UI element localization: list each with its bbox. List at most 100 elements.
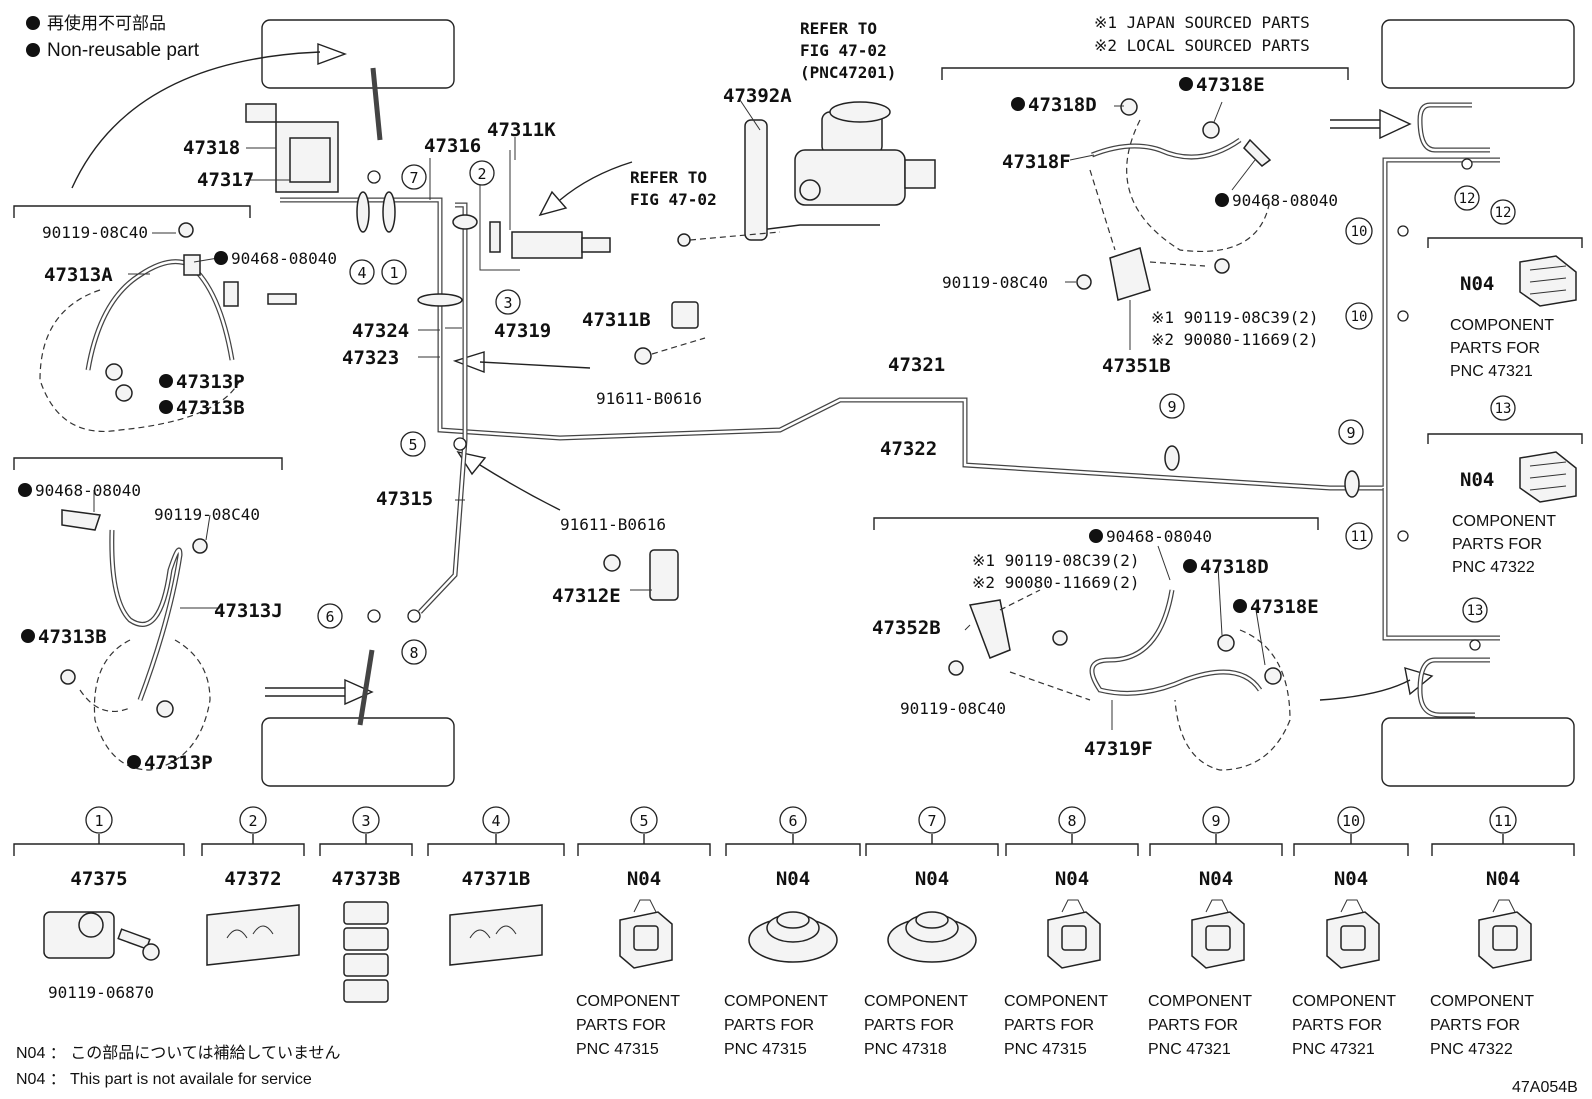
label-47313P-a: 47313P: [176, 371, 245, 393]
svg-text:PNC 47322: PNC 47322: [1452, 559, 1535, 576]
legend-jp: 再使用不可部品: [47, 13, 166, 33]
component-note-line3: PNC 47321: [1292, 1041, 1375, 1058]
label-47352B: 47352B: [872, 617, 941, 639]
svg-text:12: 12: [1459, 191, 1476, 207]
junction-dot: [1397, 225, 1409, 237]
note-japan-sourced: ※1 JAPAN SOURCED PARTS: [1094, 13, 1310, 32]
label-leaders: [93, 99, 1266, 730]
label-47315: 47315: [376, 488, 433, 510]
flex-hose-47319F: [948, 589, 1291, 771]
label-90119-b: 90119-08C40: [154, 505, 260, 524]
component-note-line2: PARTS FOR: [1004, 1017, 1094, 1034]
part-drawing: [1047, 899, 1101, 969]
ground-strap-47313A: [39, 222, 297, 432]
label-47313J: 47313J: [214, 600, 283, 622]
component-note-line3: PNC 47315: [724, 1041, 807, 1058]
label-japan-90119-08C39: ※1 90119-08C39(2): [1151, 308, 1319, 327]
junction-dot: [453, 437, 467, 451]
part-drawing: [887, 911, 977, 963]
part-drawing: [449, 904, 543, 966]
component-note-line2: PARTS FOR: [864, 1017, 954, 1034]
flex-hose-47318F: [1076, 98, 1272, 301]
right-component-12: 12 N04 COMPONENT PARTS FOR PNC 47321: [1450, 199, 1554, 380]
non-reusable-bullet-icon: [1011, 97, 1025, 111]
label-47313B-a: 47313B: [176, 397, 245, 419]
refer-1-line1: REFER TO: [800, 19, 877, 38]
clamp-ring: [1344, 470, 1360, 498]
arrow-line: [479, 361, 591, 369]
bottom-parts-row: 14737590119-06870247372347373B447371B5N0…: [13, 806, 1575, 1058]
label-91611-b: 91611-B0616: [560, 515, 666, 534]
callout-11: 11: [1345, 522, 1373, 550]
valve-port: [581, 237, 611, 253]
label-local-90080-11669: ※2 90080-11669(2): [1151, 330, 1319, 349]
clamp-ring: [382, 191, 396, 233]
non-reusable-bullet-icon: [1183, 559, 1197, 573]
svg-text:4: 4: [357, 264, 366, 282]
clamp-ring: [356, 191, 370, 233]
component-note-line2: PARTS FOR: [1148, 1017, 1238, 1034]
proportioning-valve: [511, 231, 583, 259]
non-reusable-bullet-icon: [1089, 529, 1103, 543]
non-reusable-bullet-icon: [214, 251, 228, 265]
svg-text:13: 13: [1467, 603, 1484, 619]
svg-text:6: 6: [325, 608, 334, 626]
label-90119-d: 90119-08C40: [900, 699, 1006, 718]
label-47318D-a: 47318D: [1028, 94, 1097, 116]
svg-text:10: 10: [1351, 224, 1368, 240]
svg-text:COMPONENT: COMPONENT: [1452, 513, 1556, 530]
component-note-line3: PNC 47315: [576, 1041, 659, 1058]
refer-2-line1: REFER TO: [630, 168, 707, 187]
component-note-line1: COMPONENT: [724, 993, 828, 1010]
part-drawing: [1326, 899, 1380, 969]
component-note-line2: PARTS FOR: [1430, 1017, 1520, 1034]
part-callout-number: 7: [927, 812, 936, 830]
clamp-ring: [417, 293, 463, 307]
u-pipe-top: [1417, 102, 1490, 153]
footer-note-jp: N04 ： この部品については補給していません: [16, 1044, 340, 1062]
label-47317: 47317: [197, 169, 254, 191]
legend-en: Non-reusable part: [47, 40, 200, 61]
non-reusable-bullet-icon: [1179, 77, 1193, 91]
junction-dot: [367, 170, 381, 184]
label-90468-a: 90468-08040: [231, 249, 337, 268]
part-callout-number: 10: [1342, 812, 1360, 830]
callout-10b: 10: [1345, 302, 1373, 330]
non-reusable-bullet-icon: [1215, 193, 1229, 207]
arrow-curve: [71, 51, 321, 189]
svg-text:PARTS FOR: PARTS FOR: [1450, 340, 1540, 357]
u-pipe-bottom: [1417, 657, 1490, 718]
svg-text:12: 12: [1495, 205, 1512, 221]
abs-connector: [245, 103, 277, 123]
label-japan-90119-08C39-b: ※1 90119-08C39(2): [972, 551, 1140, 570]
callout-3: 3: [495, 289, 521, 315]
callout-5: 5: [400, 431, 426, 457]
part-drawing: [1191, 899, 1245, 969]
non-reusable-bullet-icon: [21, 629, 35, 643]
clip-icon-13: [1519, 451, 1577, 503]
part-callout-number: 5: [639, 812, 648, 830]
svg-text:N04: N04: [1460, 469, 1494, 491]
body-outline-bottom-right: [1381, 717, 1575, 787]
label-47312E: 47312E: [552, 585, 621, 607]
label-90119-a: 90119-08C40: [42, 223, 148, 242]
junction-dot: [1397, 530, 1409, 542]
part-number: 47371B: [462, 868, 531, 890]
part-callout-number: 9: [1211, 812, 1220, 830]
part-drawing: [748, 911, 838, 963]
clip-47312E: [649, 549, 679, 601]
part-callout-number: 4: [491, 812, 500, 830]
label-47351B: 47351B: [1102, 355, 1171, 377]
callout-10a: 10: [1345, 217, 1373, 245]
arrow-head-icon: [538, 190, 568, 217]
figure-code: 47A054B: [1512, 1079, 1578, 1096]
label-47323: 47323: [342, 347, 399, 369]
callout-9b: 9: [1338, 419, 1364, 445]
svg-text:PNC 47321: PNC 47321: [1450, 363, 1533, 380]
component-note-line3: PNC 47318: [864, 1041, 947, 1058]
